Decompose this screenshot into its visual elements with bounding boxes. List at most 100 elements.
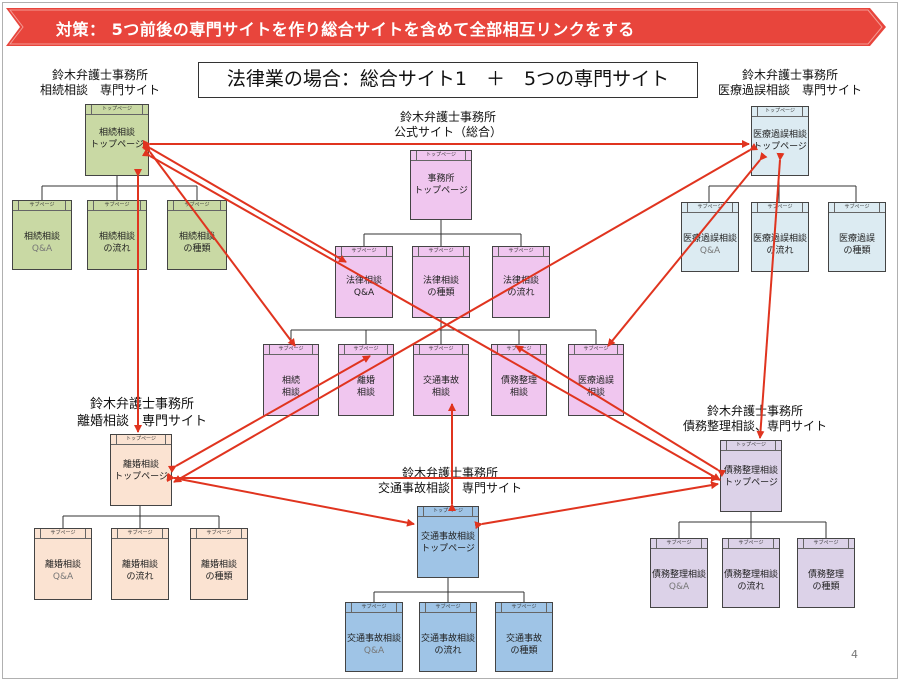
node-line: の流れ (737, 582, 765, 592)
node-text: 交通事故の種類 (496, 633, 552, 657)
node-cap: サブページ (492, 345, 546, 355)
node-cap: サブページ (682, 203, 738, 213)
node-cap: トップページ (111, 435, 171, 445)
node-traffic-flow: サブページ 交通事故相談の流れ (419, 602, 477, 672)
node-line: の種類 (843, 246, 871, 256)
node-cap: サブページ (13, 201, 71, 211)
node-text: 交通事故相談トップページ (418, 531, 478, 555)
node-text: 法律相談の流れ (493, 275, 549, 299)
node-official-flow: サブページ 法律相談の流れ (492, 246, 550, 318)
node-line: 離婚相談 (200, 560, 237, 570)
label-line: 鈴木弁護士事務所 (741, 68, 838, 82)
node-cap: サブページ (35, 529, 91, 539)
node-cap: サブページ (339, 345, 393, 355)
node-text: 医療過誤相談の流れ (752, 233, 808, 257)
node-cap: サブページ (88, 201, 146, 211)
node-cap: サブページ (798, 539, 854, 549)
node-line: 相談 (586, 388, 605, 398)
node-line: の種類 (183, 244, 211, 254)
node-line: 債務整理相談 (723, 466, 778, 476)
node-inheritance-kind: サブページ 相続相談の種類 (167, 200, 227, 270)
node-cap: サブページ (413, 247, 469, 257)
node-inheritance-top: トップページ 相続相談トップページ (85, 104, 149, 176)
node-cap: サブページ (336, 247, 392, 257)
page-number: 4 (851, 648, 858, 661)
node-cap: サブページ (752, 203, 808, 213)
node-divorce-top: トップページ 離婚相談トップページ (110, 434, 172, 506)
node-cap: トップページ (752, 107, 808, 117)
node-divorce-flow: サブページ 離婚相談の流れ (111, 528, 169, 600)
node-cap: サブページ (264, 345, 318, 355)
node-text: 離婚相談 (339, 375, 393, 399)
node-divorce-kind: サブページ 離婚相談の種類 (190, 528, 248, 600)
label-line: 鈴木弁護士事務所 (399, 110, 496, 124)
node-text: 相続相談 (264, 375, 318, 399)
node-line: Q&A (363, 646, 385, 656)
node-cap: サブページ (346, 603, 402, 613)
node-official-top: トップページ 事務所トップページ (410, 150, 472, 220)
node-cap: サブページ (496, 603, 552, 613)
node-text: 離婚相談 Q&A (35, 559, 91, 583)
node-line: 法律相談 (422, 276, 459, 286)
node-line: 事務所 (427, 174, 455, 184)
node-inheritance-flow: サブページ 相続相談の流れ (87, 200, 147, 270)
node-line: の流れ (126, 572, 154, 582)
node-line: Q&A (52, 572, 74, 582)
node-text: 医療過誤の種類 (829, 233, 885, 257)
node-line: 相談 (356, 388, 375, 398)
node-line: 相続 (281, 376, 300, 386)
node-text: 相続相談 Q&A (13, 231, 71, 255)
node-line: 交通事故 (505, 634, 542, 644)
node-line: 相談 (509, 388, 528, 398)
node-line: トップページ (114, 472, 168, 482)
node-official-kind: サブページ 法律相談の種類 (412, 246, 470, 318)
node-line: 離婚相談 (44, 560, 81, 570)
node-text: 事務所トップページ (411, 173, 471, 197)
node-traffic-top: トップページ 交通事故相談トップページ (417, 506, 479, 578)
node-text: 交通事故相談 (414, 375, 468, 399)
node-text: 離婚相談の流れ (112, 559, 168, 583)
node-traffic-qa: サブページ 交通事故相談 Q&A (345, 602, 403, 672)
node-text: 相続相談トップページ (86, 127, 148, 151)
node-line: 交通事故 (422, 376, 459, 386)
node-cap: サブページ (493, 247, 549, 257)
node-line: 相続相談 (23, 232, 60, 242)
node-line: の流れ (507, 288, 535, 298)
headline-banner: 対策： 5つ前後の専門サイトを作り総合サイトを含めて全部相互リンクをする (6, 8, 886, 46)
node-line: 法律相談 (502, 276, 539, 286)
node-line: 債務整理相談 (723, 570, 778, 580)
node-text: 相続相談の流れ (88, 231, 146, 255)
node-cap: サブページ (191, 529, 247, 539)
label-line: 相続相談 専門サイト (39, 83, 160, 97)
node-text: 債務整理相談トップページ (721, 465, 781, 489)
node-line: 交通事故相談 (420, 634, 475, 644)
node-text: 債務整理相談 (492, 375, 546, 399)
node-line: の流れ (434, 646, 462, 656)
node-medical-flow: サブページ 医療過誤相談の流れ (751, 202, 809, 272)
node-debt-kind: サブページ 債務整理の種類 (797, 538, 855, 608)
label-line: 医療過誤相談 専門サイト (717, 83, 862, 97)
node-line: 債務整理 (500, 376, 537, 386)
diagram-title: 法律業の場合：総合サイト1 ＋ 5つの専門サイト (198, 62, 698, 98)
node-text: 交通事故相談の流れ (420, 633, 476, 657)
node-official-traffic: サブページ 交通事故相談 (413, 344, 469, 416)
node-debt-flow: サブページ 債務整理相談の流れ (722, 538, 780, 608)
node-cap: サブページ (420, 603, 476, 613)
node-line: の種類 (510, 646, 538, 656)
node-line: 相談 (431, 388, 450, 398)
node-cap: サブページ (168, 201, 226, 211)
label-medical-site: 鈴木弁護士事務所 医療過誤相談 専門サイト (700, 68, 880, 98)
banner-arrow-shape (6, 8, 886, 46)
node-line: 交通事故相談 (420, 532, 475, 542)
node-cap: サブページ (723, 539, 779, 549)
node-line: 交通事故相談 (346, 634, 401, 644)
node-line: 債務整理相談 (651, 570, 706, 580)
node-line: トップページ (421, 544, 475, 554)
label-line: 公式サイト（総合） (393, 125, 502, 139)
node-line: Q&A (31, 244, 53, 254)
